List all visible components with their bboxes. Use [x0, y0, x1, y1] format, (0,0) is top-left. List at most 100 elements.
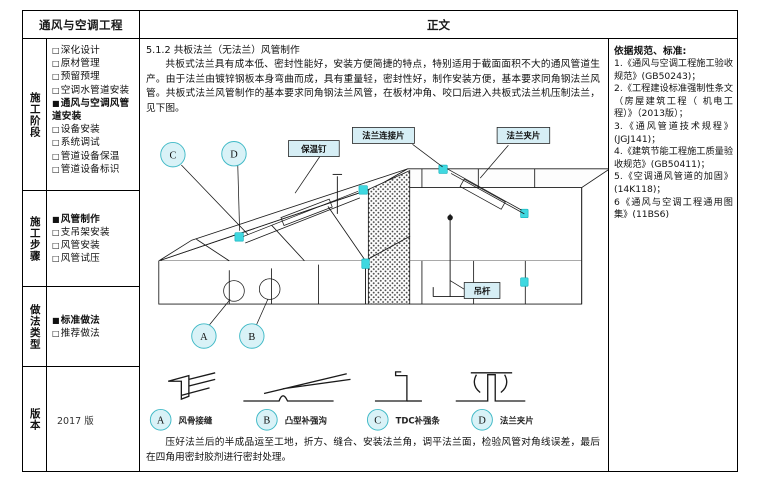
flange-highlight-marks: [234, 164, 529, 287]
list-method-type: ■标准做法 □推荐做法: [47, 287, 139, 366]
list-item[interactable]: □推荐做法: [52, 327, 137, 340]
checkbox-unchecked-icon[interactable]: □: [52, 241, 60, 250]
insulation-section: [367, 170, 411, 305]
list-item-label: 空调水管道安装: [60, 84, 130, 96]
callout-flange-connector: 法兰连接片: [352, 127, 443, 168]
checkbox-checked-icon[interactable]: ■: [52, 98, 60, 108]
legend-shape-b: [243, 373, 351, 402]
duct-assembly-drawing: 保温钉 法兰连接片 法兰夹片: [158, 127, 608, 349]
checkbox-unchecked-icon[interactable]: □: [52, 59, 60, 69]
standard-item: 5.《空调通风管道的加固》(14K118)；: [614, 171, 733, 195]
list-item-label: 标准做法: [60, 314, 100, 326]
list-item-label: 管道设备标识: [60, 163, 120, 175]
version-value: 2017 版: [57, 415, 94, 427]
checkbox-unchecked-icon[interactable]: □: [52, 125, 60, 135]
checkbox-unchecked-icon[interactable]: □: [52, 227, 60, 237]
checkbox-checked-icon[interactable]: ■: [52, 315, 60, 325]
list-item-label: 系统调试: [60, 137, 100, 149]
legend-entry-a: A 风骨接缝: [149, 409, 213, 431]
list-item-selected-wrap: 道安装: [52, 110, 137, 123]
list-item-selected[interactable]: ■风管制作: [52, 213, 137, 226]
bubble-C: C: [160, 142, 249, 235]
vlabel-version: 版本: [23, 367, 47, 471]
checkbox-unchecked-icon[interactable]: □: [52, 138, 60, 148]
checkbox-checked-icon[interactable]: ■: [52, 214, 60, 224]
list-item-label: 预留预埋: [60, 71, 100, 83]
callout-hanger-rod: 吊杆: [449, 280, 501, 299]
list-item[interactable]: □预留预埋: [52, 70, 137, 83]
vlabel-text: 施工阶段: [28, 91, 41, 138]
checkbox-unchecked-icon[interactable]: □: [52, 72, 60, 82]
main-text-bottom: 压好法兰后的半成品运至工地，折方、缝合、安装法兰角，调平法兰面，检验风管对角线误…: [140, 434, 608, 471]
legend-key: D: [478, 416, 486, 427]
list-item[interactable]: □设备安装: [52, 123, 137, 136]
checkbox-unchecked-icon[interactable]: □: [52, 164, 60, 174]
list-item-label: 深化设计: [60, 45, 100, 56]
standards-reference-column: 依据规范、标准: 1.《通风与空调工程施工验收规范》(GB50243)； 2.《…: [609, 39, 737, 471]
checkbox-unchecked-icon[interactable]: □: [52, 85, 60, 95]
checkbox-unchecked-icon[interactable]: □: [52, 46, 60, 55]
legend-key: A: [157, 416, 165, 427]
standard-item: 6《通风与空调工程通用图集》(11BS6): [614, 196, 733, 221]
legend-entry-b: B 凸型补强沟: [256, 409, 327, 431]
block-method-type: 做法类型 ■标准做法 □推荐做法: [23, 287, 139, 367]
legend-label: 法兰夹片: [500, 416, 534, 426]
figure-legend: A 风骨接缝 B 凸型补强沟 C TDC补强条: [140, 368, 608, 434]
checkbox-unchecked-icon[interactable]: □: [52, 151, 60, 161]
vlabel-method-type: 做法类型: [23, 287, 47, 366]
list-item[interactable]: □风管安装: [52, 239, 137, 252]
bubble-label: A: [200, 332, 208, 343]
list-item[interactable]: □管道设备标识: [52, 163, 137, 176]
list-item-label-continued: 道安装: [52, 111, 82, 123]
header-discipline-title: 通风与空调工程: [23, 11, 140, 38]
checkbox-unchecked-icon[interactable]: □: [52, 329, 60, 338]
legend-shape-c: [374, 371, 422, 402]
list-item[interactable]: □系统调试: [52, 136, 137, 149]
legend-entry-d: D 法兰夹片: [471, 409, 534, 431]
legend-drawing: A 风骨接缝 B 凸型补强沟 C TDC补强条: [149, 371, 534, 431]
bubble-label: C: [169, 150, 176, 161]
bubble-D: D: [221, 141, 247, 231]
list-item-selected[interactable]: ■标准做法: [52, 314, 137, 327]
spec-sheet-table: 通风与空调工程 正文 施工阶段 □深化设计 □原材管理 □预留预埋 □空调水管道…: [22, 10, 738, 472]
list-item-label: 支吊架安装: [60, 226, 110, 238]
legend-label: TDC补强条: [396, 416, 441, 426]
block-construction-stage: 施工阶段 □深化设计 □原材管理 □预留预埋 □空调水管道安装 ■通风与空调风管…: [23, 39, 139, 191]
callout-label: 保温钉: [300, 144, 327, 154]
standard-item: 3.《通风管道技术规程》(JGJ141)；: [614, 120, 733, 145]
block-version: 版本 2017 版: [23, 367, 139, 471]
list-item-selected[interactable]: ■通风与空调风管: [52, 97, 137, 110]
legend-key: C: [374, 416, 381, 427]
standard-item: 4.《建筑节能工程施工质量验收规范》(GB50411)；: [614, 146, 734, 170]
list-item[interactable]: □风管试压: [52, 252, 137, 265]
callout-label: 法兰连接片: [362, 131, 404, 141]
list-item[interactable]: □原材管理: [52, 57, 137, 70]
callout-flange-clip: 法兰夹片: [479, 127, 551, 179]
list-item[interactable]: □支吊架安装: [52, 226, 137, 239]
left-category-column: 施工阶段 □深化设计 □原材管理 □预留预埋 □空调水管道安装 ■通风与空调风管…: [23, 39, 140, 471]
list-item[interactable]: □空调水管道安装: [52, 84, 137, 97]
list-item[interactable]: □深化设计: [52, 44, 137, 57]
technical-figure: 保温钉 法兰连接片 法兰夹片: [140, 116, 608, 368]
vlabel-text: 做法类型: [28, 303, 41, 350]
sheet-body: 施工阶段 □深化设计 □原材管理 □预留预埋 □空调水管道安装 ■通风与空调风管…: [23, 39, 737, 471]
legend-label: 风骨接缝: [179, 416, 213, 426]
body-paragraph-2: 压好法兰后的半成品运至工地，折方、缝合、安装法兰角，调平法兰面，检验风管对角线误…: [146, 437, 600, 463]
list-item[interactable]: □管道设备保温: [52, 150, 137, 163]
header-body-title: 正文: [427, 17, 450, 32]
duct-body: [158, 168, 608, 305]
callout-insulation-nail: 保温钉: [288, 140, 340, 194]
list-construction-stage: □深化设计 □原材管理 □预留预埋 □空调水管道安装 ■通风与空调风管 道安装 …: [47, 39, 139, 190]
list-item-label: 风管试压: [60, 253, 100, 265]
sheet-header: 通风与空调工程 正文: [23, 11, 737, 39]
version-value-wrap: 2017 版: [47, 367, 139, 471]
checkbox-unchecked-icon[interactable]: □: [52, 254, 60, 264]
callout-label: 法兰夹片: [507, 131, 541, 141]
list-item-label: 通风与空调风管: [60, 97, 130, 109]
standard-item: 1.《通风与空调工程施工验收规范》(GB50243)；: [614, 58, 734, 82]
standard-item: 2.《工程建设标准强制性条文（房屋建筑工程（ 机电工程）》（2013版）；: [614, 83, 734, 120]
legend-key: B: [263, 416, 270, 427]
bubble-B: B: [239, 278, 281, 349]
legend-label: 凸型补强沟: [285, 416, 327, 426]
